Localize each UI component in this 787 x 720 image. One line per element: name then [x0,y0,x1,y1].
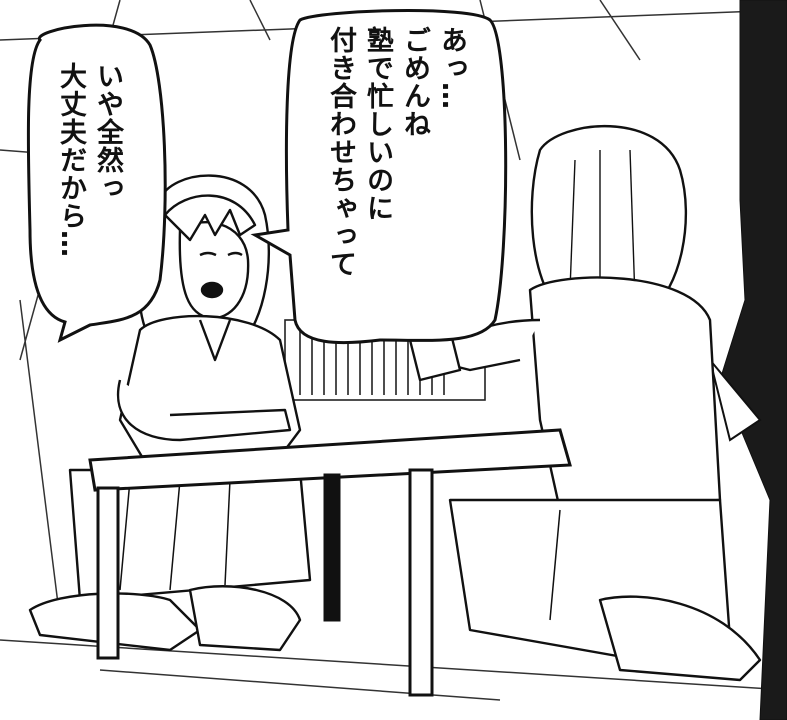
speech-bubble-right [250,9,508,345]
right-girl [408,124,762,682]
speech-bubble-right-text: あっ… ごめんね 塾で忙しいのに 付き合わせちゃって [322,26,470,278]
bubble-line: 大丈夫だから… [55,62,86,258]
low-table [88,428,572,697]
right-edge-figure [709,0,787,720]
bubble-line: 塾で忙しいのに [362,26,393,222]
left-girl [28,174,312,652]
bubble-line: あっ… [436,26,467,110]
bubble-line: いや全然っ [92,62,123,202]
bubble-line: 付き合わせちゃって [325,26,356,278]
speech-bubble-left-text: いや全然っ 大丈夫だから… [52,62,126,258]
speech-bubble-left [26,23,167,343]
bubble-line: ごめんね [399,26,430,138]
